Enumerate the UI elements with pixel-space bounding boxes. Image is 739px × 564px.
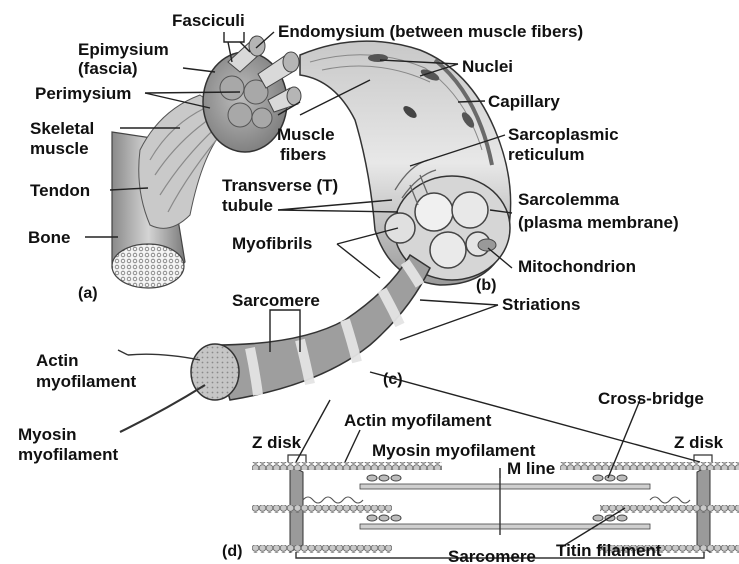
- label-z-disk-left: Z disk: [252, 433, 302, 452]
- label-bone: Bone: [28, 228, 71, 247]
- label-part-a: (a): [78, 285, 98, 302]
- label-part-d: (d): [222, 543, 242, 560]
- label-part-c: (c): [383, 371, 403, 388]
- label-perimysium: Perimysium: [35, 84, 131, 103]
- label-transverse: Transverse (T): [222, 176, 338, 195]
- muscle-fiber-illustration: [300, 41, 511, 285]
- label-myosin: Myosin: [18, 425, 77, 444]
- label-mitochondrion: Mitochondrion: [518, 257, 636, 276]
- label-actin: Actin: [36, 351, 79, 370]
- label-m-line: M line: [507, 459, 555, 478]
- label-titin-filament: Titin filament: [556, 541, 662, 560]
- label-skeletal-muscle: muscle: [30, 139, 89, 158]
- label-sarcolemma-membrane: (plasma membrane): [518, 213, 679, 232]
- label-cross-bridge: Cross-bridge: [598, 389, 704, 408]
- label-sarcolemma: Sarcolemma: [518, 190, 620, 209]
- label-sarcomere-bottom: Sarcomere: [448, 547, 536, 564]
- label-actin-myofilament: Actin myofilament: [344, 411, 492, 430]
- label-muscle-fibers: Muscle: [277, 125, 335, 144]
- label-tendon: Tendon: [30, 181, 90, 200]
- zoom-line-left: [296, 400, 330, 462]
- label-epimysium-fascia: (fascia): [78, 59, 138, 78]
- label-capillary: Capillary: [488, 92, 560, 111]
- label-sarcoplasmic-reticulum: reticulum: [508, 145, 585, 164]
- label-nuclei: Nuclei: [462, 57, 513, 76]
- label-part-b: (b): [476, 277, 496, 294]
- label-myosin-myofilament-side: myofilament: [18, 445, 118, 464]
- sarcomere-detail-illustration: [252, 455, 739, 558]
- label-skeletal: Skeletal: [30, 119, 94, 138]
- label-myosin-myofilament: Myosin myofilament: [372, 441, 536, 460]
- label-fasciculi: Fasciculi: [172, 11, 245, 30]
- label-sarcoplasmic: Sarcoplasmic: [508, 125, 619, 144]
- label-muscle-fibers-2: fibers: [280, 145, 326, 164]
- label-z-disk-right: Z disk: [674, 433, 724, 452]
- label-transverse-tubule: tubule: [222, 196, 273, 215]
- label-endomysium: Endomysium (between muscle fibers): [278, 22, 583, 41]
- label-myofibrils: Myofibrils: [232, 234, 312, 253]
- label-striations: Striations: [502, 295, 580, 314]
- label-actin-myofilament-side: myofilament: [36, 372, 136, 391]
- label-epimysium: Epimysium: [78, 40, 169, 59]
- label-sarcomere-top: Sarcomere: [232, 291, 320, 310]
